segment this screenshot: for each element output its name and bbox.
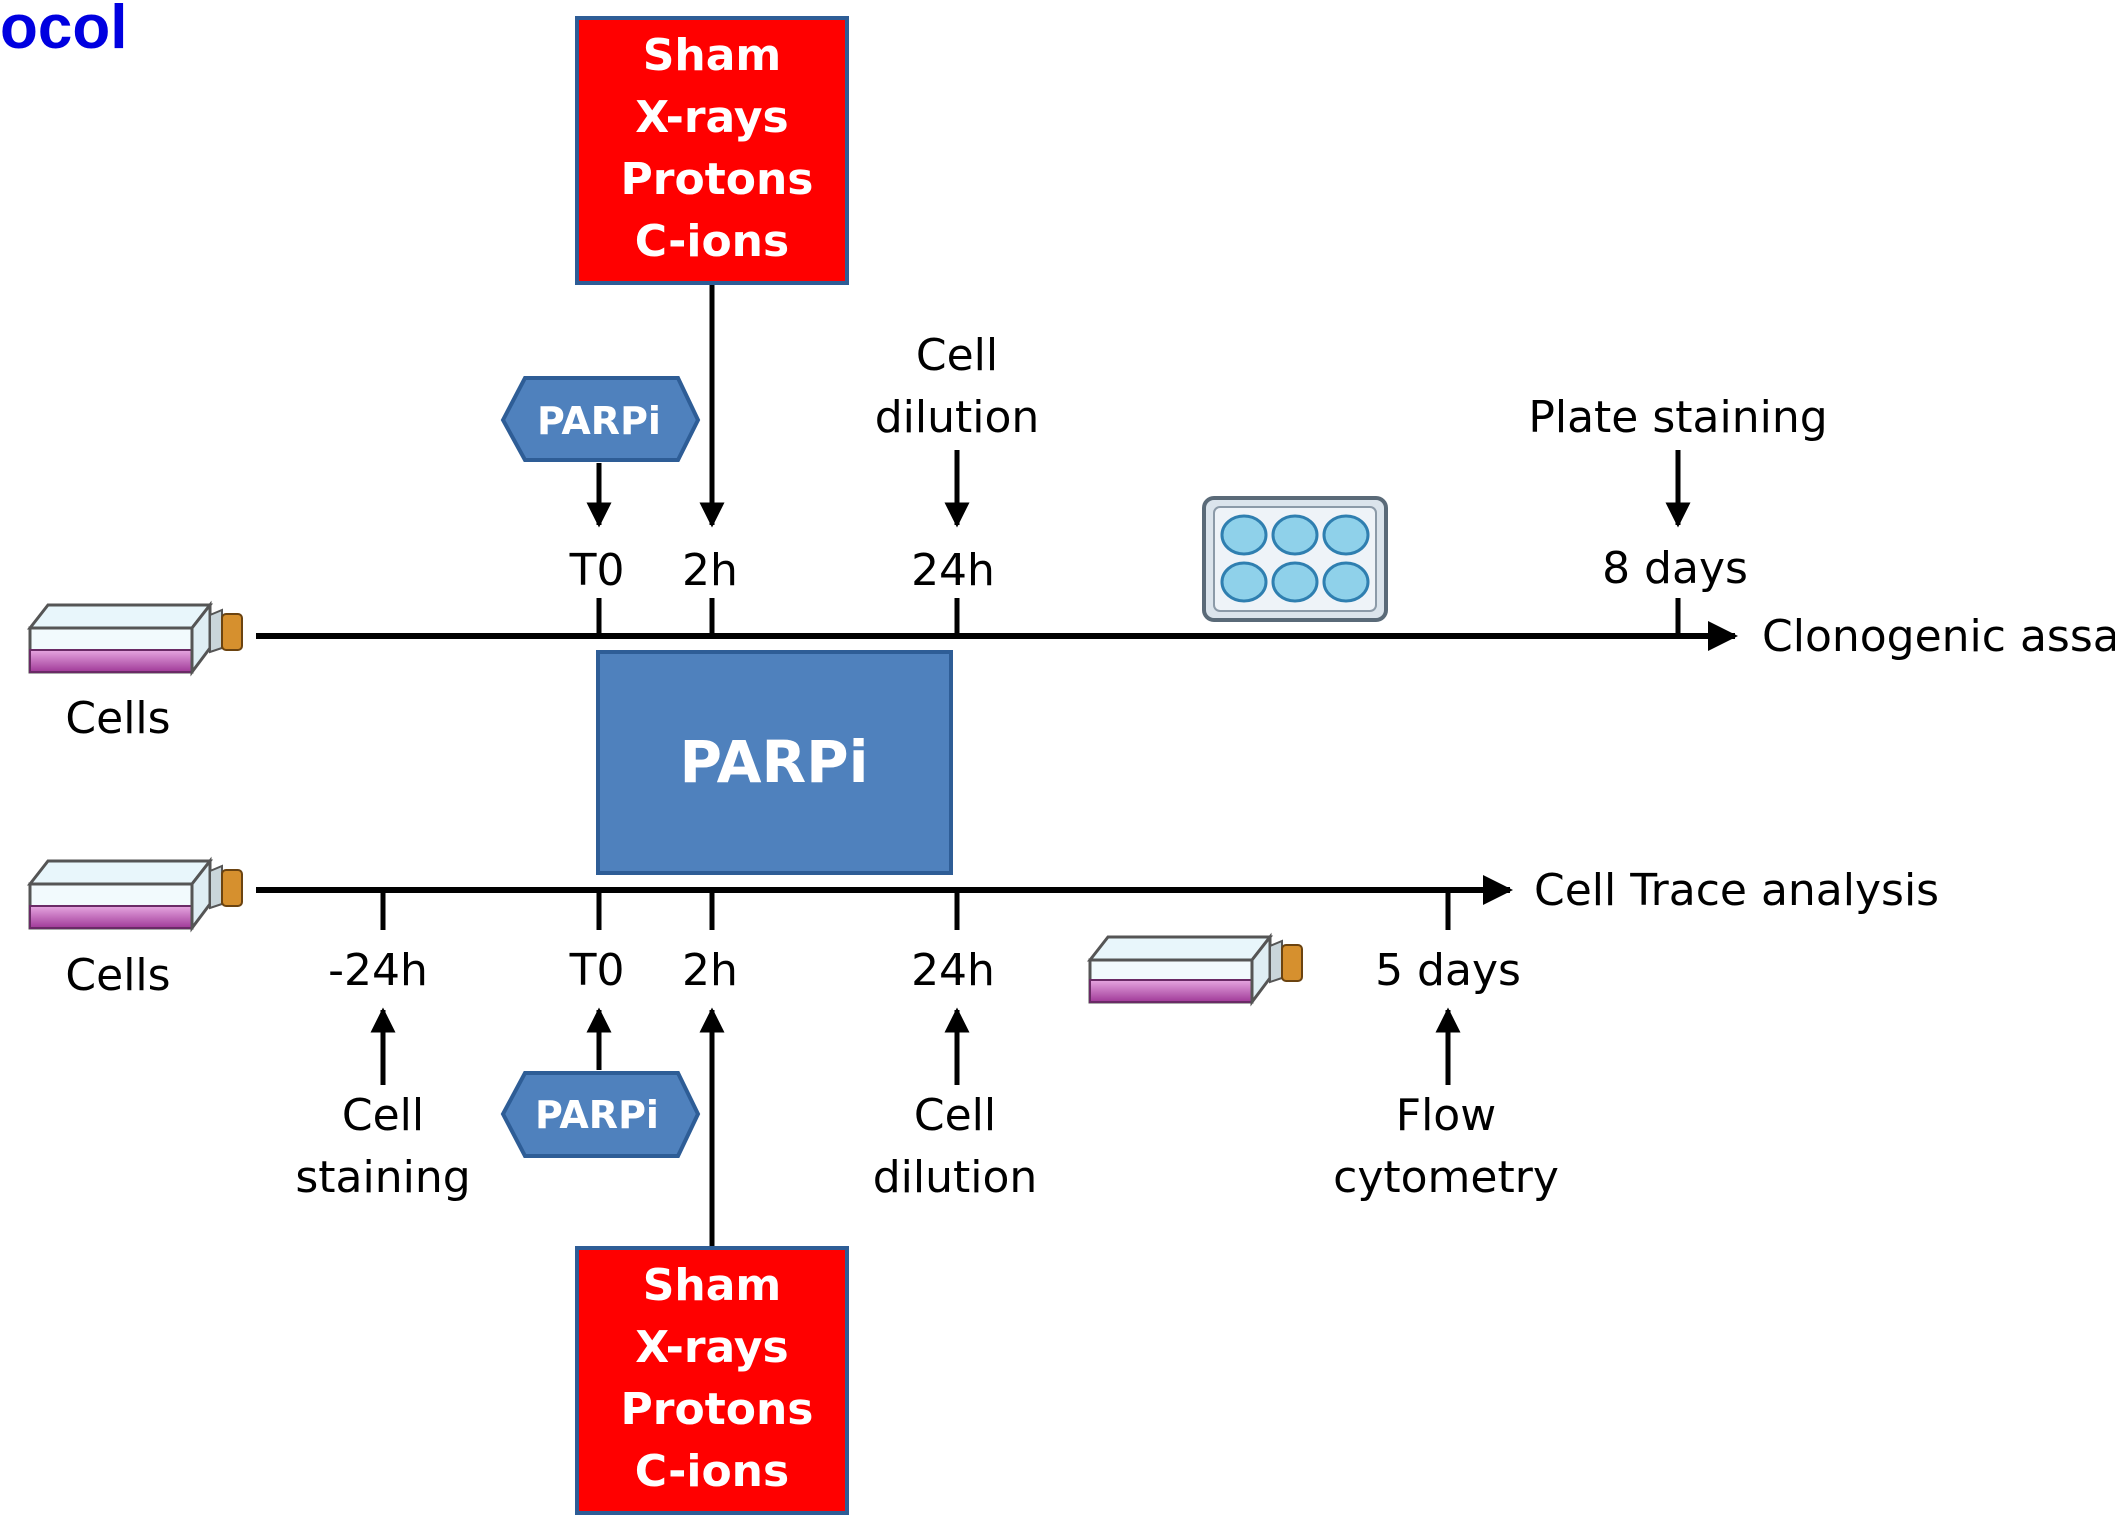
flask-icon-middle: [1086, 932, 1303, 1007]
event-flow-cytometry-line1: Flow: [1396, 1090, 1496, 1141]
tick-bottom-24h: 24h: [911, 945, 995, 996]
event-cell-dilution-bottom-line2: dilution: [873, 1152, 1038, 1203]
well-plate-icon: [1202, 496, 1388, 622]
event-cell-staining-line2: staining: [295, 1152, 470, 1203]
flask-icon-top: [26, 600, 243, 677]
tick-top-2h: 2h: [682, 545, 738, 596]
treatment-box-top: Sham X-rays Protons C-ions: [575, 16, 849, 285]
event-cell-dilution-top-line2: dilution: [875, 392, 1040, 443]
flask-icon-bottom: [26, 856, 243, 933]
timeline-bottom-ticks: [380, 890, 1451, 930]
parpi-tag-bottom-label: PARPi: [535, 1093, 659, 1137]
tick-bottom-minus24h: -24h: [328, 945, 428, 996]
parpi-center-label: PARPi: [679, 728, 868, 796]
tick-top-24h: 24h: [911, 545, 995, 596]
treatment-protons: Protons: [621, 154, 814, 205]
event-cell-dilution-bottom-line1: Cell: [914, 1090, 996, 1141]
tick-bottom-t0: T0: [569, 945, 625, 996]
timeline-top-start-label: Cells: [65, 693, 170, 744]
treatment-bottom-sham: Sham: [643, 1260, 782, 1311]
treatment-xrays: X-rays: [635, 92, 789, 143]
event-plate-staining: Plate staining: [1528, 392, 1827, 443]
event-cell-staining-line1: Cell: [342, 1090, 424, 1141]
timeline-top-end-label: Clonogenic assay: [1762, 611, 2115, 662]
event-cell-dilution-top-line1: Cell: [916, 330, 998, 381]
treatment-bottom-protons: Protons: [621, 1384, 814, 1435]
tick-bottom-2h: 2h: [682, 945, 738, 996]
parpi-tag-bottom: PARPi: [500, 1071, 701, 1158]
parpi-tag-top-label: PARPi: [537, 399, 661, 443]
tick-bottom-5days: 5 days: [1375, 945, 1521, 996]
treatment-bottom-xrays: X-rays: [635, 1322, 789, 1373]
treatment-bottom-cions: C-ions: [635, 1446, 789, 1497]
tick-top-t0: T0: [569, 545, 625, 596]
timeline-top-ticks: [596, 598, 1681, 636]
timeline-bottom-end-label: Cell Trace analysis: [1534, 865, 1939, 916]
event-flow-cytometry-line2: cytometry: [1333, 1152, 1559, 1203]
treatment-cions: C-ions: [635, 216, 789, 267]
tick-top-8days: 8 days: [1602, 543, 1748, 594]
parpi-center-box: PARPi: [596, 650, 953, 875]
treatment-sham: Sham: [643, 30, 782, 81]
parpi-tag-top: PARPi: [500, 376, 701, 462]
timeline-bottom-start-label: Cells: [65, 950, 170, 1001]
page-title-fragment: ocol: [0, 0, 127, 62]
treatment-box-bottom: Sham X-rays Protons C-ions: [575, 1246, 849, 1515]
